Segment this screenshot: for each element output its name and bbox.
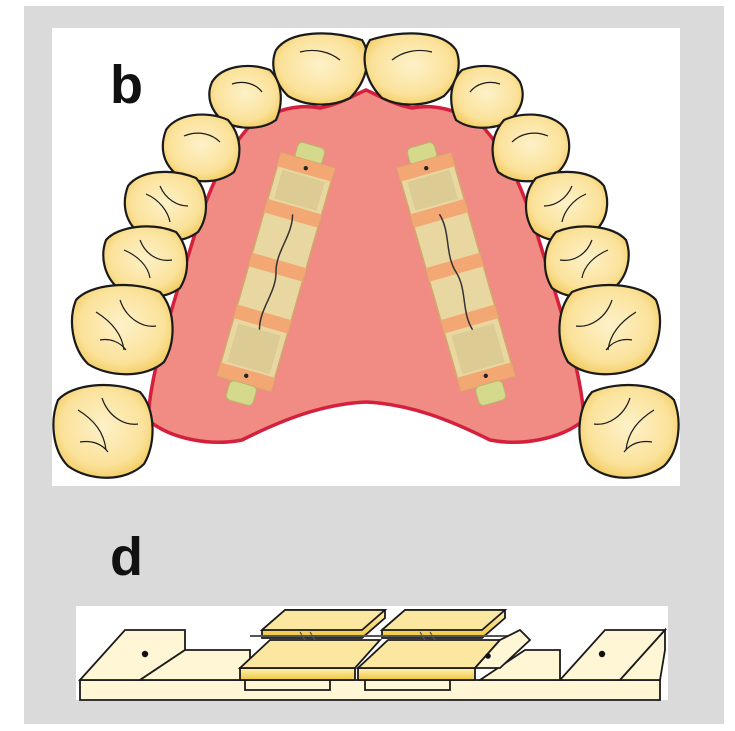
tooth-l7: [53, 385, 152, 478]
tooth-l1: [273, 33, 367, 104]
tooth-l6: [72, 285, 173, 374]
tooth-r6: [559, 285, 660, 374]
tooth-r7: [579, 385, 678, 478]
plate-hole-left: [142, 651, 148, 657]
plate-hole-right: [599, 651, 605, 657]
tooth-r1: [365, 33, 459, 104]
screw-side-view: [80, 610, 665, 700]
guide-hole: [485, 653, 491, 659]
